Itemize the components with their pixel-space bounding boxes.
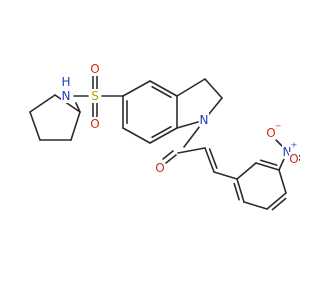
bond-r4-r5-second: [271, 197, 287, 211]
bond-r6-r1-second: [233, 182, 240, 201]
bond-ck-ok-a: [165, 154, 177, 164]
bond-a2-a3: [149, 80, 178, 97]
bond-r6-r1: [236, 178, 245, 203]
bond-cp5-cp1: [29, 94, 56, 113]
bond-r4-r5: [266, 192, 287, 210]
bond-nn-on1: [274, 138, 283, 147]
bond-cp4-nh: [75, 102, 81, 113]
atom-o-sulfonyl-top-bg: [90, 62, 100, 76]
atom-s: S: [91, 89, 99, 103]
atom-o-nitro-right-bg: [289, 152, 299, 166]
bond-ca-cb-second: [208, 148, 218, 169]
bond-c2-n1: [208, 97, 223, 115]
atom-s-bg: [90, 89, 100, 103]
bond-a4-a5-second: [151, 125, 172, 139]
bond-c3-c2: [204, 78, 223, 99]
bond-r3-nn: [278, 158, 285, 171]
bond-lines: [29, 75, 300, 211]
bond-r1-r2: [236, 162, 257, 180]
charge-n-nitro: +: [291, 141, 298, 150]
bond-r2-r3: [255, 162, 280, 171]
atom-n-nitro-bg: [282, 145, 292, 159]
bond-a1-a2: [122, 80, 151, 97]
atom-o-nitro-top: O: [266, 126, 275, 140]
atom-n-indoline: N: [200, 113, 209, 127]
bond-r5-r6: [243, 201, 268, 210]
atom-o-sulfonyl-bottom: O: [90, 117, 99, 131]
atom-h-amide: H: [61, 75, 70, 89]
bond-a2-a3-second: [151, 85, 172, 99]
bond-ck-ok-b: [162, 150, 174, 160]
bond-r3-r4: [278, 169, 287, 194]
atom-h-amide-bg: [61, 75, 71, 89]
bond-a3-c3: [176, 78, 206, 97]
bond-ck-ca: [177, 147, 206, 154]
atom-o-carbonyl: O: [155, 161, 164, 175]
bond-ca-cb: [204, 147, 215, 173]
atom-o-carbonyl-bg: [155, 161, 165, 175]
atom-n-amide-bg: [61, 89, 71, 103]
charge-o-nitro: −: [275, 122, 282, 131]
bond-cp1-cp2: [29, 111, 41, 141]
bond-a4-a5: [149, 127, 178, 144]
atom-o-sulfonyl-bottom-bg: [90, 117, 100, 131]
atom-o-nitro-top-bg: [266, 126, 276, 140]
atom-n-nitro: N: [283, 145, 292, 159]
bond-a5-a6: [122, 127, 151, 144]
bond-n1-a4: [176, 121, 199, 129]
bond-cp3-cp4: [70, 111, 81, 141]
atom-n-amide: N: [62, 89, 71, 103]
bond-cp4-cp5: [54, 94, 81, 113]
atom-n-indoline-bg: [199, 113, 209, 127]
bond-r2-r3-second: [259, 159, 278, 166]
atom-o-nitro-right: O: [289, 152, 298, 166]
atom-o-sulfonyl-top: O: [90, 62, 99, 76]
bond-n1-ck: [183, 125, 201, 148]
bond-cb-r1: [213, 171, 238, 180]
